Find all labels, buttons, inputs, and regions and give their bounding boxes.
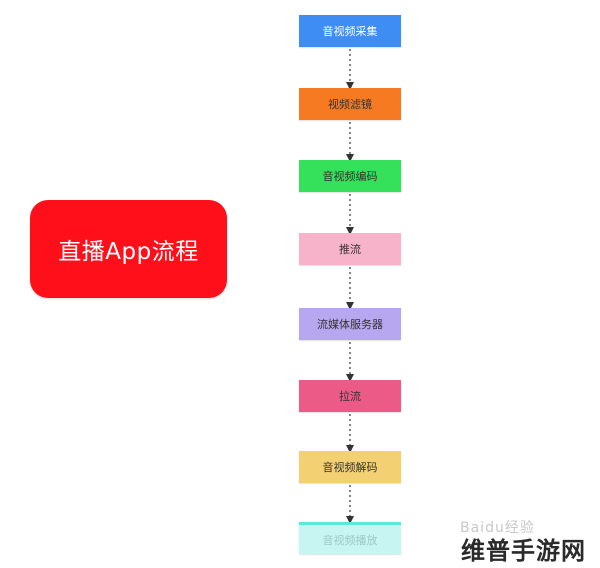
watermark: 维普手游网 — [461, 537, 586, 565]
step-push-stream: 推流 — [299, 233, 401, 265]
step-push-stream-label: 推流 — [339, 243, 361, 256]
step-playback: 音视频播放 — [299, 522, 401, 554]
step-video-filter: 视频滤镜 — [299, 88, 401, 120]
step-capture-label: 音视频采集 — [322, 25, 378, 38]
step-pull-stream: 拉流 — [299, 380, 401, 412]
title-card-label: 直播App流程 — [58, 239, 199, 265]
step-playback-label: 音视频播放 — [322, 533, 378, 547]
step-media-server-label: 流媒体服务器 — [317, 318, 383, 331]
watermark-faint: Baidu经验 — [460, 520, 535, 536]
step-pull-stream-label: 拉流 — [339, 390, 361, 403]
step-encoding: 音视频编码 — [299, 160, 401, 192]
step-media-server: 流媒体服务器 — [299, 308, 401, 340]
step-decoding: 音视频解码 — [299, 451, 401, 483]
step-capture: 音视频采集 — [299, 15, 401, 47]
step-decoding-label: 音视频解码 — [322, 461, 378, 474]
title-card: 直播App流程 — [30, 200, 227, 298]
step-encoding-label: 音视频编码 — [322, 170, 378, 183]
step-video-filter-label: 视频滤镜 — [328, 98, 372, 111]
